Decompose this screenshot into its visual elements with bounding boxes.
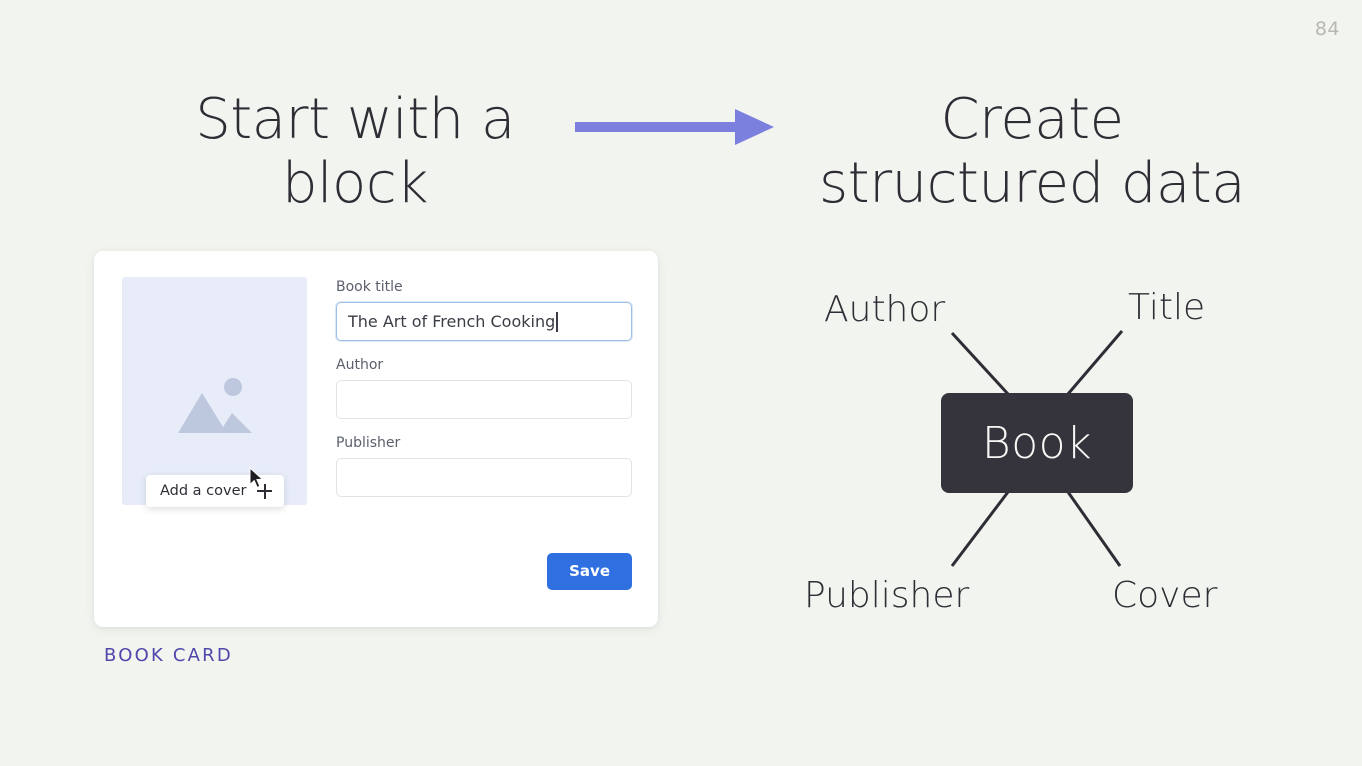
diagram-label-title: Title [1128, 287, 1206, 328]
book-card: Add a cover Book title The Art of French… [94, 251, 658, 627]
cover-placeholder[interactable]: Add a cover [122, 277, 307, 507]
book-title-label: Book title [336, 279, 403, 295]
heading-left: Start with a block [195, 87, 515, 217]
right-arrow-icon [575, 108, 775, 146]
field-group-book-title: Book title The Art of French Cooking [336, 279, 632, 341]
publisher-label: Publisher [336, 435, 401, 451]
field-group-author: Author [336, 357, 632, 419]
book-title-value: The Art of French Cooking [348, 312, 556, 331]
diagram-label-publisher: Publisher [804, 575, 970, 616]
author-label: Author [336, 357, 384, 373]
book-title-input[interactable]: The Art of French Cooking [336, 302, 632, 341]
card-caption: BOOK CARD [104, 645, 233, 666]
heading-right: Create structured data [818, 87, 1246, 217]
diagram-label-author: Author [824, 289, 946, 330]
diagram-node-book: Book [941, 393, 1133, 493]
author-input[interactable] [336, 380, 632, 419]
text-caret [556, 311, 558, 332]
structured-data-diagram: Author Title Book Publisher Cover [780, 270, 1260, 630]
diagram-label-cover: Cover [1112, 575, 1218, 616]
plus-icon [257, 483, 273, 499]
mouse-pointer-icon [249, 466, 266, 489]
publisher-input[interactable] [336, 458, 632, 497]
add-cover-label: Add a cover [160, 483, 247, 499]
diagram-connector-lines [950, 330, 1124, 567]
book-form: Book title The Art of French Cooking Aut… [336, 279, 632, 590]
save-button[interactable]: Save [547, 553, 632, 590]
add-cover-button[interactable]: Add a cover [146, 475, 285, 507]
field-group-publisher: Publisher [336, 435, 632, 497]
page-number: 84 [1314, 18, 1340, 40]
image-placeholder-icon [176, 375, 254, 439]
